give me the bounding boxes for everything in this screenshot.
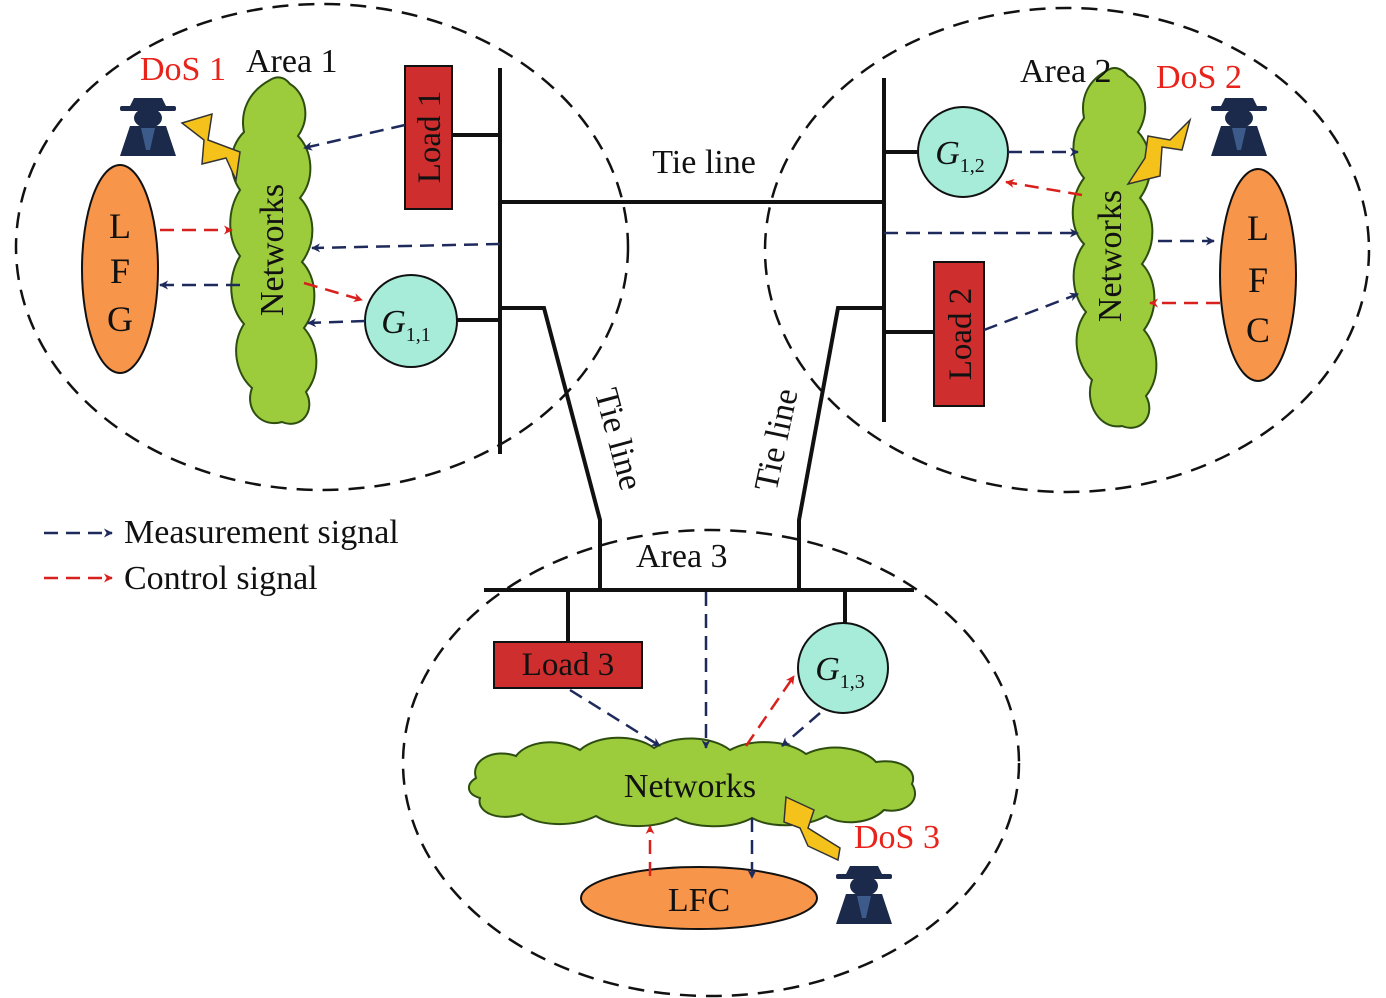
legend: Measurement signal Control signal xyxy=(44,514,399,597)
dos2-label: DoS 2 xyxy=(1156,59,1242,96)
lfg-letter-2: F xyxy=(110,251,130,291)
networks-cloud-area3 xyxy=(468,736,916,828)
generator-g13 xyxy=(797,622,889,714)
legend-measurement-label: Measurement signal xyxy=(124,514,399,551)
load2-label: Load 2 xyxy=(943,288,979,381)
lightning-bolt-icon xyxy=(783,795,841,862)
load1-label: Load 1 xyxy=(412,91,448,184)
measurement-signal-arrows xyxy=(159,123,1215,879)
lfc2-letter-2: F xyxy=(1248,260,1268,300)
load1-box xyxy=(404,65,453,210)
legend-control-label: Control signal xyxy=(124,560,318,597)
dos1-label: DoS 1 xyxy=(140,51,226,88)
area3-boundary xyxy=(401,528,1021,998)
control-signal-arrows xyxy=(160,178,1220,876)
lightning-bolt-icon xyxy=(180,112,241,183)
tie-line-label-left: Tie line xyxy=(587,384,650,494)
area3-label: Area 3 xyxy=(636,538,728,575)
lfc2-letter-3: C xyxy=(1246,310,1270,350)
networks-label-area2: Networks xyxy=(1092,190,1129,322)
hacker-icon xyxy=(836,866,892,924)
networks-cloud-area2 xyxy=(1071,67,1158,429)
generator-g13-label: G1,3 xyxy=(815,651,865,693)
power-lines xyxy=(450,68,936,644)
tie-line-label-top: Tie line xyxy=(652,144,756,181)
hacker-icon xyxy=(1211,98,1267,156)
networks-label-area1: Networks xyxy=(254,184,291,316)
hacker-icon xyxy=(120,98,176,156)
lfc-controller-area3 xyxy=(580,866,818,930)
tie-line-label-right: Tie line xyxy=(748,385,806,494)
generator-g12 xyxy=(917,106,1009,198)
lightning-bolt-icon xyxy=(1126,117,1192,186)
dos3-label: DoS 3 xyxy=(854,819,940,856)
generator-g11 xyxy=(364,274,458,368)
lfc3-label: LFC xyxy=(668,882,730,919)
area2-boundary xyxy=(763,6,1371,494)
lfg-letter-1: L xyxy=(109,206,131,246)
networks-label-area3: Networks xyxy=(624,768,756,805)
generator-g12-label: G1,2 xyxy=(935,135,985,177)
area2-label: Area 2 xyxy=(1020,53,1112,90)
load2-box xyxy=(933,261,985,407)
lfc-controller-area2 xyxy=(1219,168,1297,382)
area1-boundary xyxy=(14,2,630,492)
generator-g11-label: G1,1 xyxy=(381,304,431,346)
lfg-letter-3: G xyxy=(107,299,133,339)
lfc2-letter-1: L xyxy=(1247,208,1269,248)
load3-box xyxy=(493,641,643,689)
area1-label: Area 1 xyxy=(246,43,338,80)
load3-label: Load 3 xyxy=(522,647,615,683)
lfg-controller-area1 xyxy=(81,164,159,374)
